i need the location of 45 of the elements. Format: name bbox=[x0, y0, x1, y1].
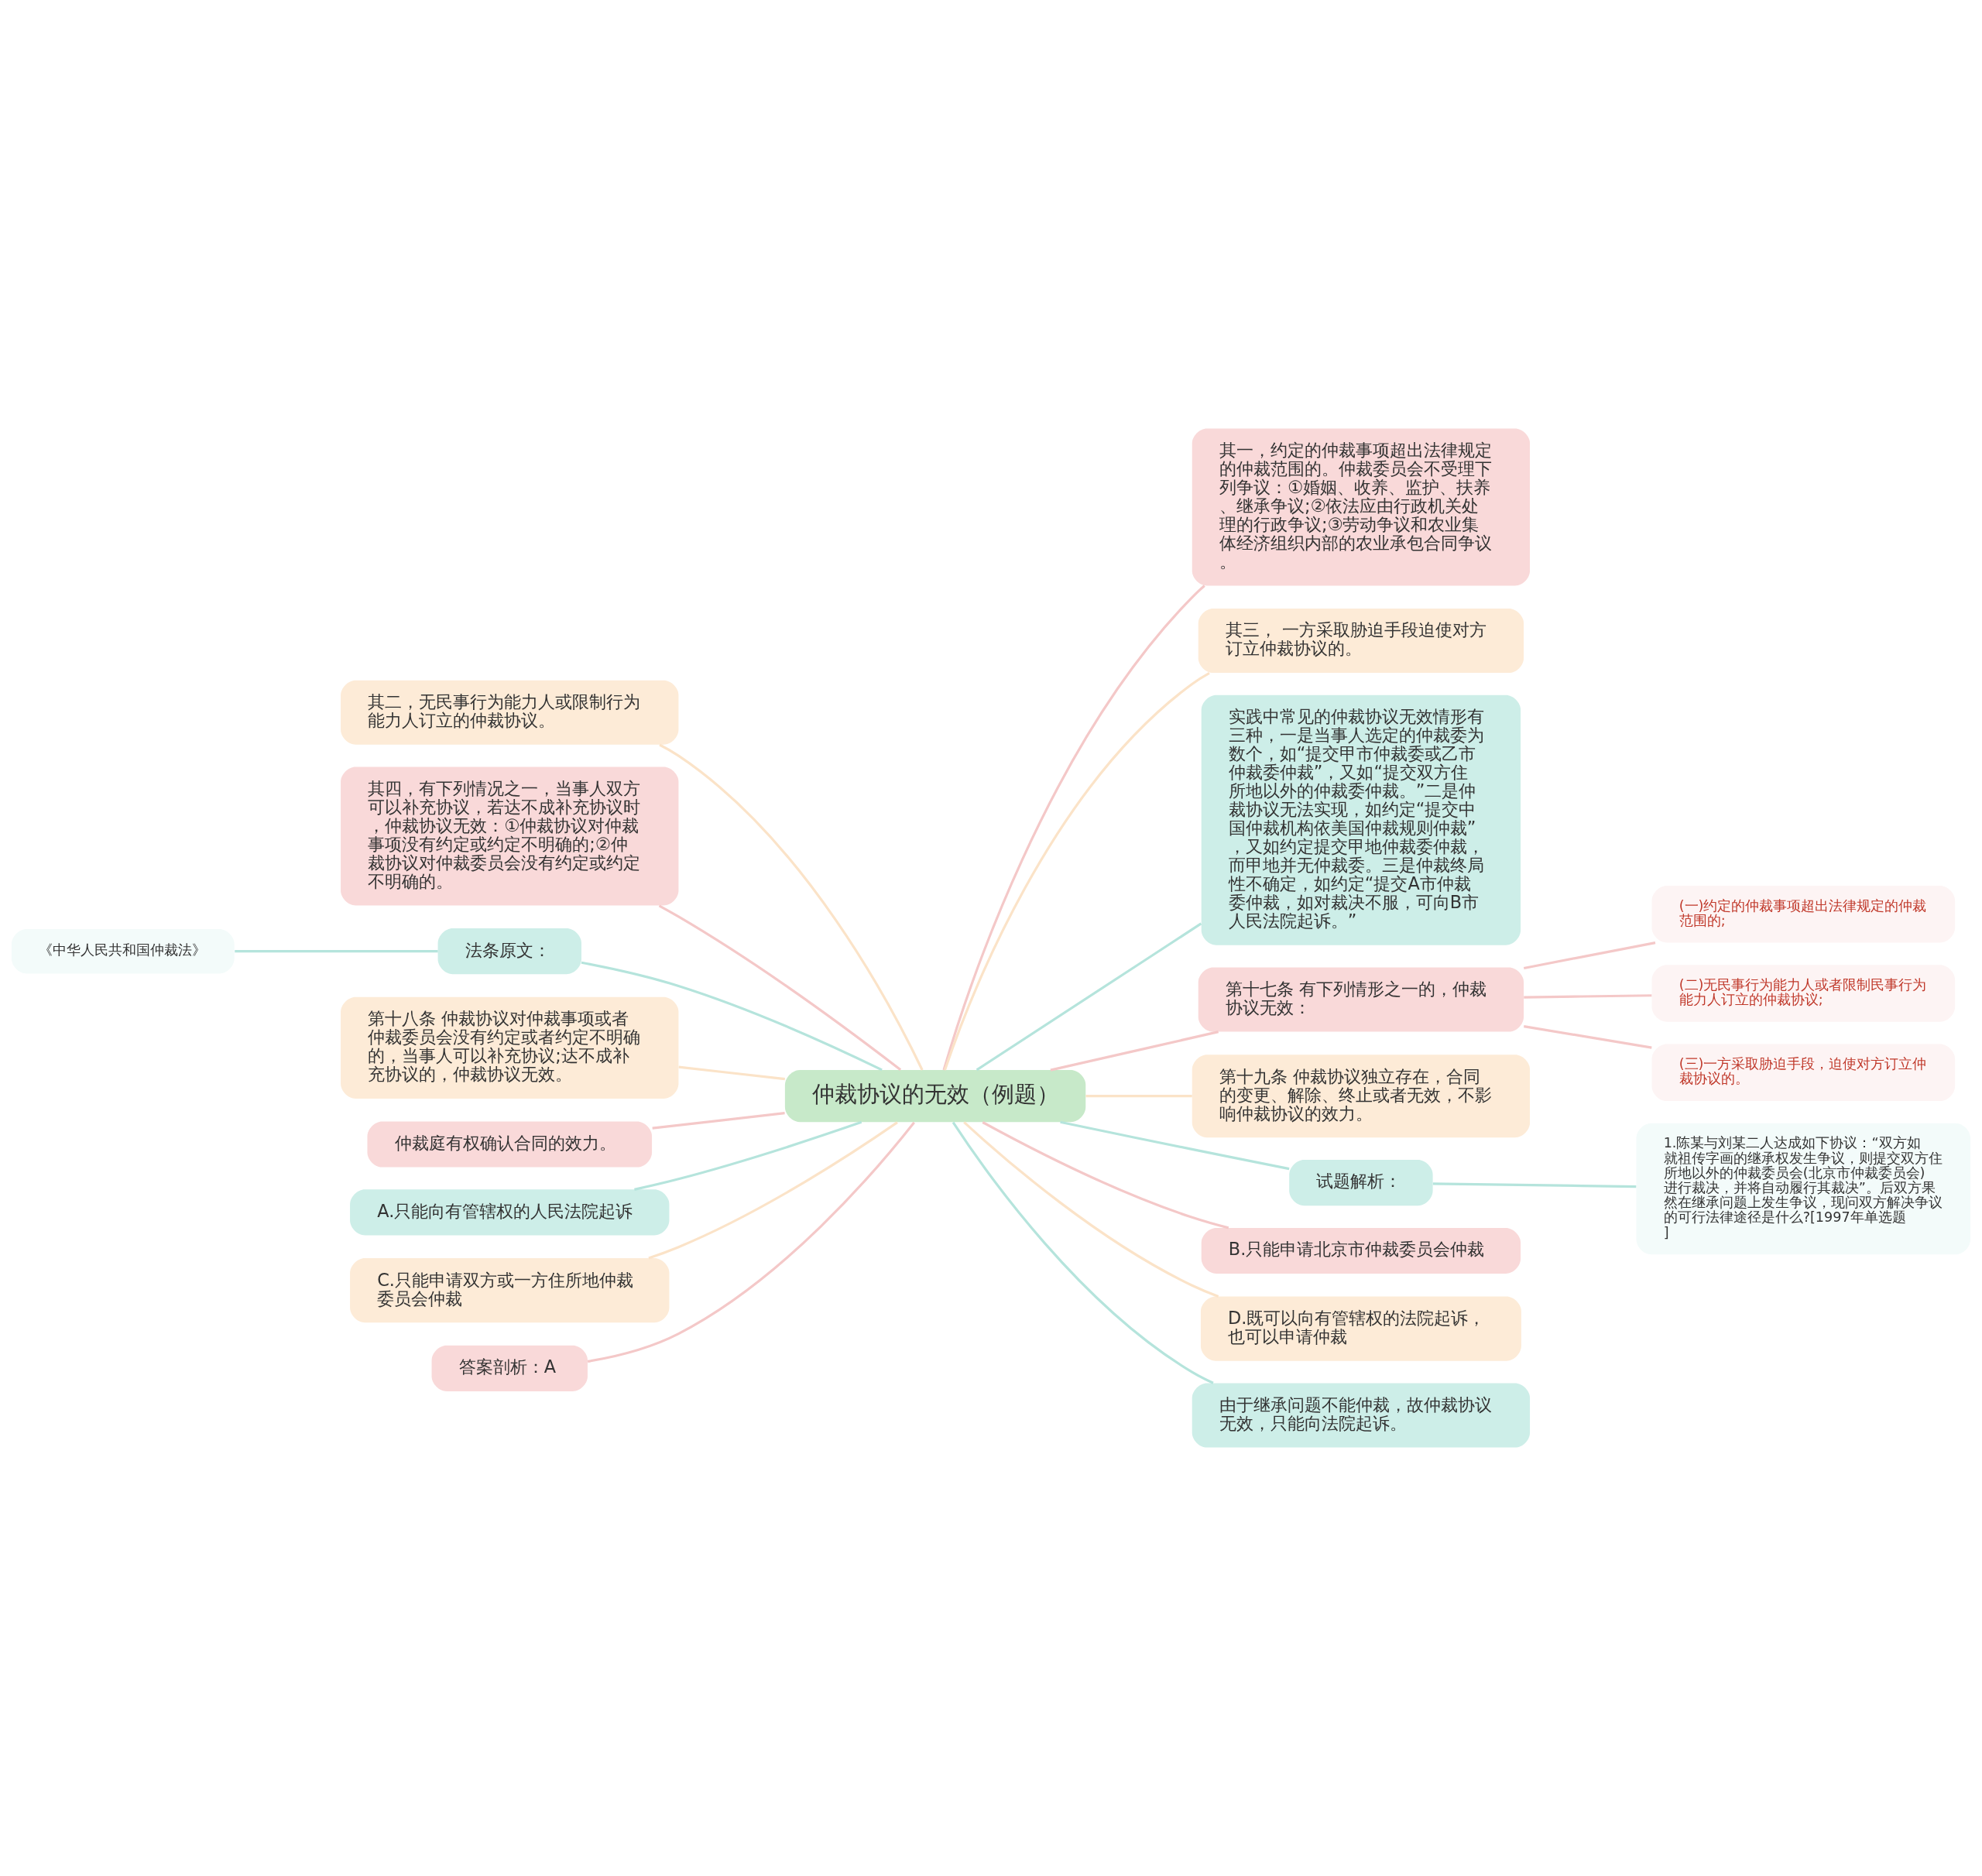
node-box: (二)无民事行为能力人或者限制民事行为能力人订立的仲裁协议; bbox=[1651, 965, 1956, 1022]
node-box: 试题解析： bbox=[1289, 1160, 1433, 1206]
node-box: 第十七条 有下列情形之一的，仲裁协议无效： bbox=[1198, 967, 1524, 1032]
connector bbox=[1523, 941, 1656, 970]
node-box: 第十八条 仲裁协议对仲裁事项或者仲裁委员会没有约定或者约定不明确的，当事人可以补充协议;达不成补充协议的，仲裁协议无效。 bbox=[341, 996, 679, 1099]
node-box: 实践中常见的仲裁协议无效情形有三种，一是当事人选定的仲裁委为数个，如“提交甲市仲裁委或乙市仲裁委仲裁”，又如“提交双方住所地以外的仲裁委仲裁。”二是仲裁协议无法实现，如约定“提交中国仲裁机构依美国仲裁规则仲裁”，又如约定提交甲地仲裁委仲裁，而甲地并无仲裁委。三是仲裁终局性不确定，如约定“提交A市仲裁委仲裁，如对裁决不服，可向B市人民法院起诉。” bbox=[1201, 694, 1521, 945]
connector bbox=[942, 585, 1205, 1071]
connector bbox=[1050, 1031, 1219, 1072]
node-box: (三)一方采取胁迫手段，迫使对方订立仲裁协议的。 bbox=[1651, 1044, 1956, 1102]
node-box: C.只能申请双方或一方住所地仲裁委员会仲裁 bbox=[350, 1258, 670, 1323]
node-box: B.只能申请北京市仲裁委员会仲裁 bbox=[1201, 1227, 1521, 1274]
node-box: 答案剖析：A bbox=[431, 1345, 588, 1391]
connector bbox=[1432, 1182, 1637, 1188]
connector bbox=[659, 743, 924, 1071]
node-box: D.既可以向有管辖权的法院起诉，也可以申请仲裁 bbox=[1200, 1296, 1521, 1361]
connector bbox=[652, 1112, 785, 1130]
node-box: 第十九条 仲裁协议独立存在，合同的变更、解除、终止或者无效，不影响仲裁协议的效力。 bbox=[1192, 1055, 1531, 1138]
connector bbox=[963, 1121, 1219, 1298]
connector bbox=[1524, 994, 1652, 999]
node-box: 其一，约定的仲裁事项超出法律规定的仲裁范围的。仲裁委员会不受理下列争议：①婚姻、收养、监护、扶养、继承争议;②依法应由行政机关处理的行政争议;③劳动争议和农业集体经济组织内部的农业承包合同争议。 bbox=[1192, 428, 1531, 586]
node-box: 仲裁庭有权确认合同的效力。 bbox=[367, 1121, 653, 1168]
node-box: 法条原文： bbox=[437, 928, 581, 975]
connector bbox=[235, 950, 438, 953]
node-box: A.只能向有管辖权的人民法院起诉 bbox=[350, 1189, 670, 1236]
connector bbox=[587, 1121, 915, 1363]
node-box: 其二，无民事行为能力人或限制行为能力人订立的仲裁协议。 bbox=[341, 680, 679, 745]
connector bbox=[943, 671, 1210, 1071]
connector bbox=[976, 922, 1202, 1072]
connector bbox=[634, 1120, 862, 1191]
node-box: 仲裁协议的无效（例题） bbox=[784, 1070, 1086, 1123]
connector bbox=[678, 1065, 785, 1081]
node-box: 其四，有下列情况之一，当事人双方可以补充协议，若达不成补充协议时，仲裁协议无效：①仲裁协议对仲裁事项没有约定或约定不明确的;②仲裁协议对仲裁委员会没有约定或约定不明确的。 bbox=[341, 767, 679, 906]
connector bbox=[648, 1121, 898, 1260]
node-box: 1.陈某与刘某二人达成如下协议：“双方如就祖传字画的继承权发生争议，则提交双方住所地以外的仲裁委员会(北京市仲裁委员会)进行裁决，并将自动履行其裁决”。后双方果然在继承问题上发生争议，现问双方解决争议的可行法律途径是什么?[1997年单选题] bbox=[1636, 1123, 1971, 1255]
connector bbox=[581, 961, 883, 1072]
connector bbox=[1524, 1025, 1652, 1049]
node-box: 由于继承问题不能仲裁，故仲裁协议无效，只能向法院起诉。 bbox=[1192, 1383, 1531, 1448]
connector bbox=[658, 904, 902, 1072]
connector bbox=[982, 1121, 1229, 1230]
connector bbox=[1085, 1095, 1192, 1098]
node-box: 《中华人民共和国仲裁法》 bbox=[11, 928, 235, 974]
connector bbox=[952, 1121, 1214, 1384]
node-box: 其三， 一方采取胁迫手段迫使对方订立仲裁协议的。 bbox=[1198, 608, 1524, 674]
connector bbox=[1060, 1120, 1290, 1171]
node-box: (一)约定的仲裁事项超出法律规定的仲裁范围的; bbox=[1651, 885, 1956, 943]
